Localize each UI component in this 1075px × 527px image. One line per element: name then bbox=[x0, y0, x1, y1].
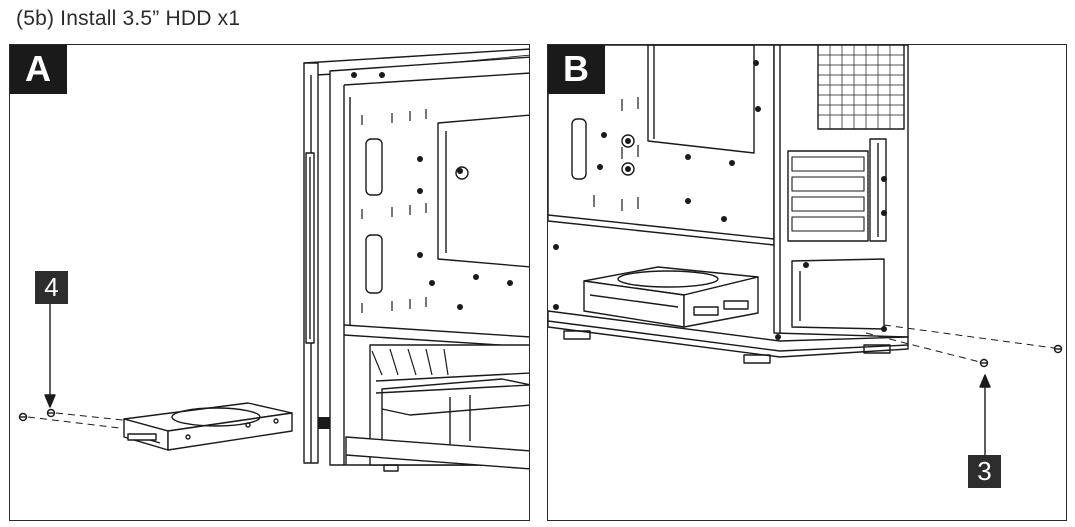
panel-a-illustration bbox=[18, 48, 529, 472]
screw-icon bbox=[1053, 344, 1063, 354]
up-arrow-icon bbox=[979, 374, 991, 455]
case-base bbox=[345, 436, 529, 472]
screw-icon bbox=[979, 358, 989, 368]
hard-drive-icon bbox=[583, 266, 759, 328]
hard-drive-icon bbox=[123, 402, 293, 451]
panel-b: B 3 bbox=[547, 44, 1067, 521]
step-badge-4: 4 bbox=[35, 271, 68, 304]
screw-icon bbox=[46, 408, 56, 418]
page-title: (5b) Install 3.5” HDD x1 bbox=[16, 7, 241, 30]
case-base bbox=[548, 244, 909, 364]
case-rear-panel bbox=[773, 45, 909, 338]
panel-b-badge: B bbox=[548, 45, 605, 94]
panel-a: A 4 bbox=[9, 44, 530, 521]
hdd-cage bbox=[369, 344, 529, 466]
pci-slot-covers bbox=[791, 156, 865, 232]
panel-a-badge: A bbox=[10, 45, 67, 94]
screw-icon bbox=[18, 412, 28, 422]
step-badge-3: 3 bbox=[968, 455, 1001, 488]
case-front-panel bbox=[303, 48, 529, 464]
panel-b-illustration bbox=[548, 45, 1063, 455]
down-arrow-icon bbox=[44, 304, 56, 408]
